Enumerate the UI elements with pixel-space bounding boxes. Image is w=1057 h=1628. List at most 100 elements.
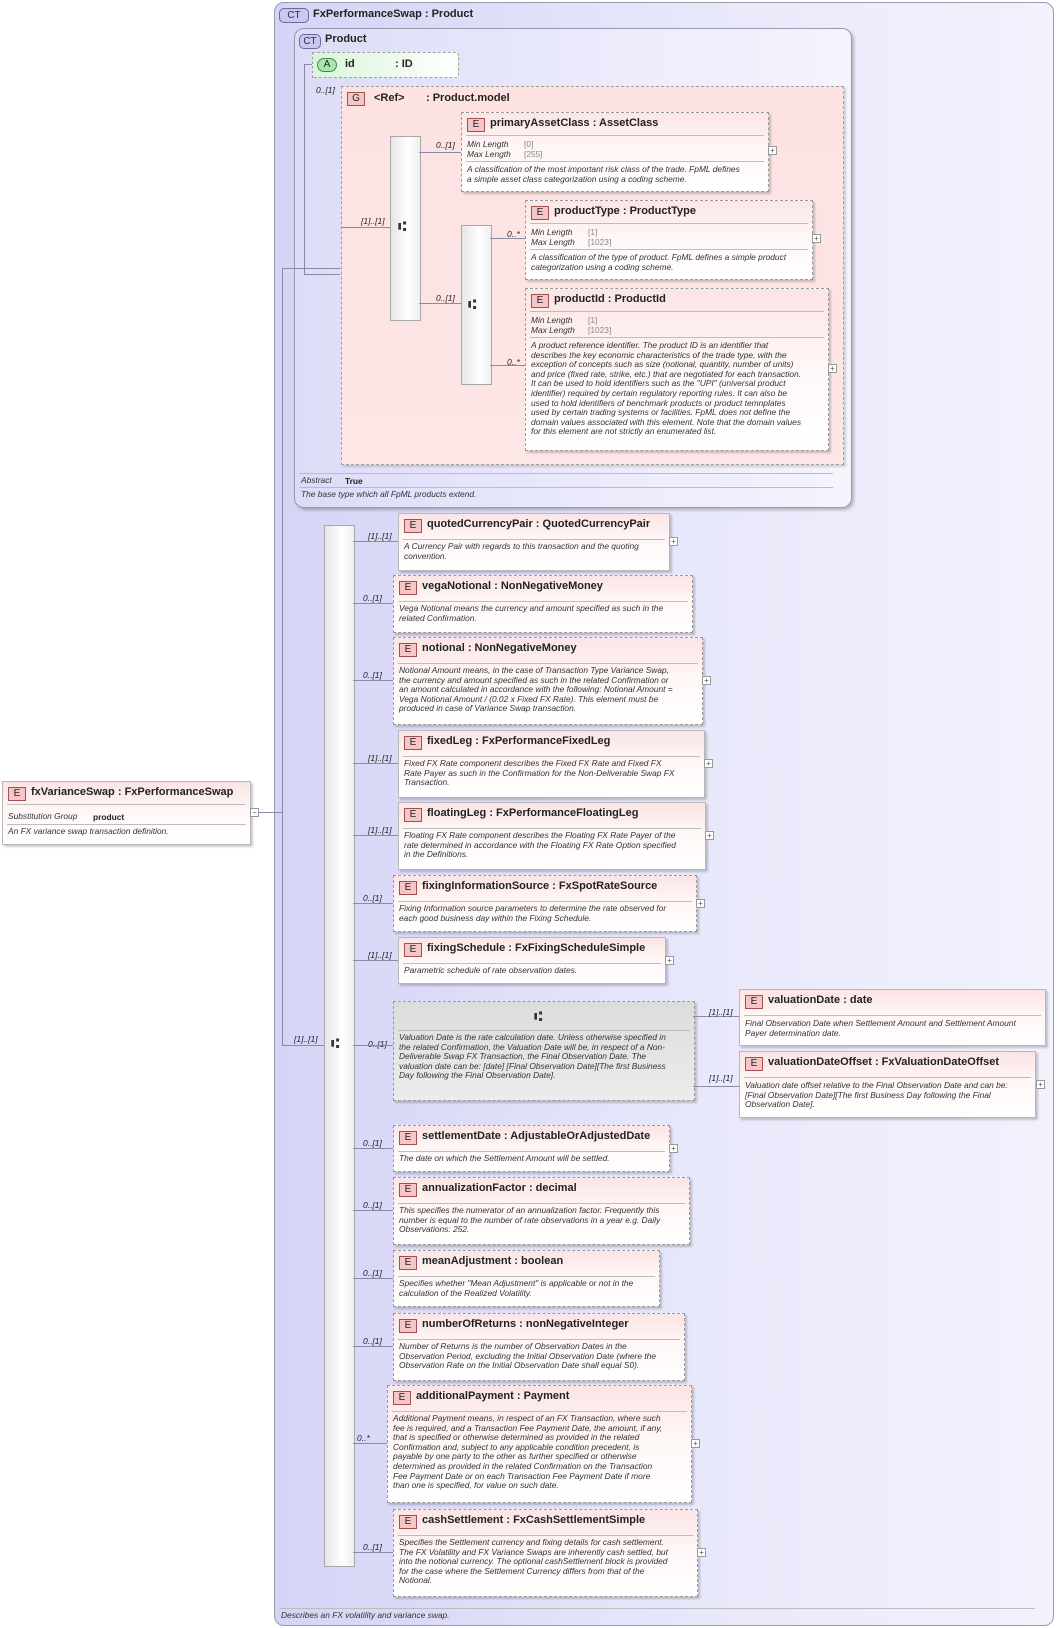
element-label: valuationDate : date — [768, 994, 873, 1006]
element-valuationdate[interactable]: E valuationDate : date Final Observation… — [739, 989, 1046, 1046]
element-label: vegaNotional : NonNegativeMoney — [422, 580, 603, 592]
element-card: 0..[1] — [363, 593, 382, 603]
substitution-group-label: Substitution Group — [8, 811, 78, 821]
element-badge: E — [404, 808, 422, 822]
expand-icon[interactable]: + — [697, 1548, 706, 1557]
element-doc: Final Observation Date when Settlement A… — [745, 1018, 1016, 1038]
element-productid[interactable]: E productId : ProductId Min Length [1] M… — [525, 288, 829, 451]
facet-min-length: Min Length — [531, 227, 573, 237]
element-badge: E — [399, 1183, 417, 1197]
root-name: fxVarianceSwap : FxPerformanceSwap — [31, 786, 234, 798]
choice-card: 0..[1] — [436, 293, 455, 303]
expand-icon[interactable]: + — [691, 1439, 700, 1448]
expand-icon[interactable]: + — [705, 831, 714, 840]
element-card: 0..[1] — [363, 1268, 382, 1278]
element-badge: E — [404, 736, 422, 750]
product-title: Product — [325, 33, 367, 45]
element-card: 0..* — [357, 1433, 370, 1443]
element-valuationdateoffset[interactable]: E valuationDateOffset : FxValuationDateO… — [739, 1051, 1036, 1118]
element-doc: The date on which the Settlement Amount … — [399, 1153, 610, 1163]
element-doc: A classification of the type of product.… — [531, 252, 787, 272]
element-doc: A classification of the most important r… — [467, 164, 740, 184]
expand-icon[interactable]: + — [828, 364, 837, 373]
attribute-id[interactable]: A id : ID — [312, 52, 459, 78]
element-doc: Fixing Information source parameters to … — [399, 903, 667, 923]
element-card: 0..[1] — [363, 1542, 382, 1552]
element-label: primaryAssetClass : AssetClass — [490, 117, 659, 129]
expand-icon[interactable]: + — [669, 537, 678, 546]
facet-max-length-value: [1023] — [588, 237, 612, 247]
productid-card: 0..* — [507, 357, 520, 367]
expand-icon[interactable]: + — [1036, 1080, 1045, 1089]
attribute-badge: A — [317, 58, 337, 72]
expand-icon[interactable]: + — [665, 956, 674, 965]
attribute-type: : ID — [395, 58, 413, 70]
element-label: notional : NonNegativeMoney — [422, 642, 577, 654]
facet-max-length-value: [255] — [524, 149, 543, 159]
attribute-name: id — [345, 58, 355, 70]
expand-icon[interactable]: + — [669, 1144, 678, 1153]
element-badge: E — [399, 1319, 417, 1333]
element-badge: E — [531, 294, 549, 308]
element-badge: E — [399, 1515, 417, 1529]
element-doc: Specifies the Settlement currency and fi… — [399, 1537, 668, 1586]
element-badge: E — [745, 1057, 763, 1071]
element-badge: E — [399, 1131, 417, 1145]
element-primaryassetclass[interactable]: E primaryAssetClass : AssetClass Min Len… — [461, 112, 769, 192]
expand-icon[interactable]: + — [768, 146, 777, 155]
element-label: numberOfReturns : nonNegativeInteger — [422, 1318, 629, 1330]
element-label: productType : ProductType — [554, 205, 696, 217]
element-doc: Vega Notional means the currency and amo… — [399, 603, 664, 623]
element-doc: Parametric schedule of rate observation … — [404, 965, 578, 975]
facet-min-length-value: [1] — [588, 227, 598, 237]
product-doc: The base type which all FpML products ex… — [301, 489, 477, 499]
substitution-group-value: product — [93, 812, 125, 822]
element-label: fixedLeg : FxPerformanceFixedLeg — [427, 735, 611, 747]
complex-type-badge: CT — [279, 8, 309, 23]
group-card: 0..[1] — [316, 85, 335, 95]
element-badge: E — [399, 1256, 417, 1270]
element-card: 0..[1] — [363, 1138, 382, 1148]
element-doc: Fixed FX Rate component describes the Fi… — [404, 758, 675, 788]
expand-icon[interactable]: + — [702, 676, 711, 685]
expand-icon[interactable]: + — [696, 899, 705, 908]
element-badge: E — [404, 943, 422, 957]
element-label: quotedCurrencyPair : QuotedCurrencyPair — [427, 518, 651, 530]
element-fxvarianceswap[interactable]: E fxVarianceSwap : FxPerformanceSwap Sub… — [2, 781, 251, 845]
producttype-card: 0..* — [507, 229, 520, 239]
element-badge: E — [8, 787, 26, 801]
element-producttype[interactable]: E productType : ProductType Min Length [… — [525, 200, 813, 280]
abstract-label: Abstract — [301, 475, 332, 485]
element-badge: E — [531, 206, 549, 220]
element-card: 0..[1] — [363, 670, 382, 680]
element-badge: E — [404, 519, 422, 533]
element-label: cashSettlement : FxCashSettlementSimple — [422, 1514, 646, 1526]
primaryassetclass-card: 0..[1] — [436, 140, 455, 150]
collapse-icon[interactable]: − — [250, 808, 259, 817]
element-doc: A Currency Pair with regards to this tra… — [404, 541, 639, 561]
element-card: [1]..[1] — [368, 753, 392, 763]
choice-valuation-date[interactable]: ⑆ Valuation Date is the rate calculation… — [393, 1001, 695, 1101]
element-badge: E — [399, 643, 417, 657]
facet-min-length-value: [1] — [588, 315, 598, 325]
element-doc: This specifies the numerator of an annua… — [399, 1205, 661, 1235]
element-badge: E — [399, 581, 417, 595]
element-doc: Additional Payment means, in respect of … — [393, 1413, 663, 1491]
expand-icon[interactable]: + — [812, 234, 821, 243]
element-card: [1]..[1] — [368, 825, 392, 835]
facet-min-length-value: [0] — [524, 139, 534, 149]
expand-icon[interactable]: + — [704, 759, 713, 768]
